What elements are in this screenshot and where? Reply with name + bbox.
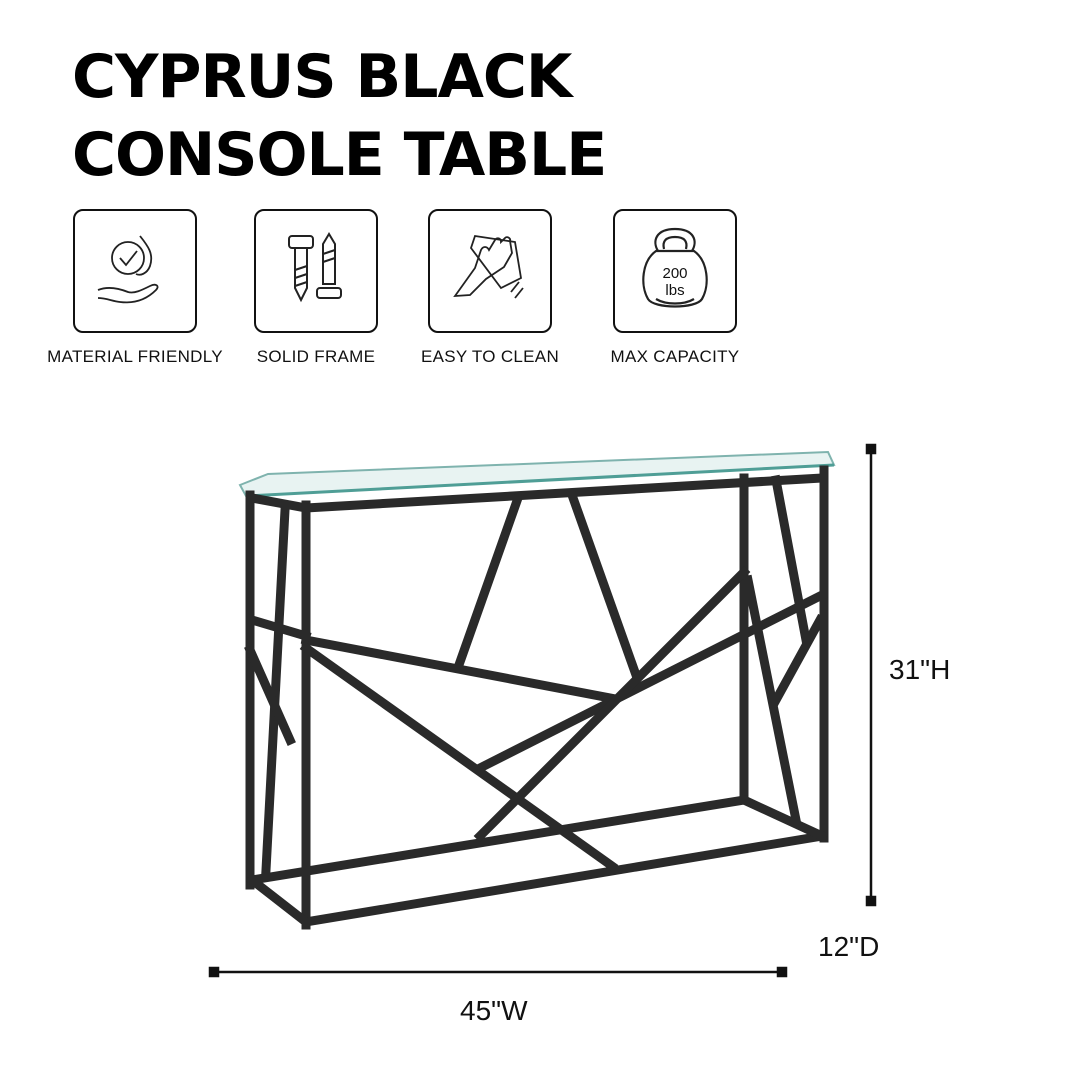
feature-max-capacity: 200 lbs MAX CAPACITY: [575, 209, 775, 367]
hand-wipe-icon: [428, 209, 552, 333]
feature-solid-frame: SOLID FRAME: [216, 209, 416, 367]
weight-value: 200: [662, 265, 688, 282]
feature-easy-to-clean: EASY TO CLEAN: [390, 209, 590, 367]
feature-label: MAX CAPACITY: [610, 347, 740, 366]
feature-label: MATERIAL FRIENDLY: [47, 347, 223, 366]
dimension-lines: [208, 443, 877, 978]
depth-label: 12"D: [818, 931, 880, 962]
width-label: 45"W: [460, 995, 528, 1026]
product-title: CYPRUS BLACK CONSOLE TABLE: [72, 38, 607, 194]
metal-frame: [244, 465, 829, 930]
feature-material-friendly: MATERIAL FRIENDLY: [35, 209, 235, 367]
kettlebell-icon: 200 lbs: [613, 209, 737, 333]
feature-label: EASY TO CLEAN: [420, 347, 560, 366]
bolts-icon: [254, 209, 378, 333]
glass-top: [238, 450, 836, 498]
feature-label: SOLID FRAME: [256, 347, 376, 366]
height-label: 31"H: [889, 654, 951, 685]
title-line-1: CYPRUS BLACK: [72, 42, 572, 112]
title-line-2: CONSOLE TABLE: [72, 120, 607, 190]
weight-unit: lbs: [665, 282, 685, 299]
hand-check-flame-icon: [73, 209, 197, 333]
